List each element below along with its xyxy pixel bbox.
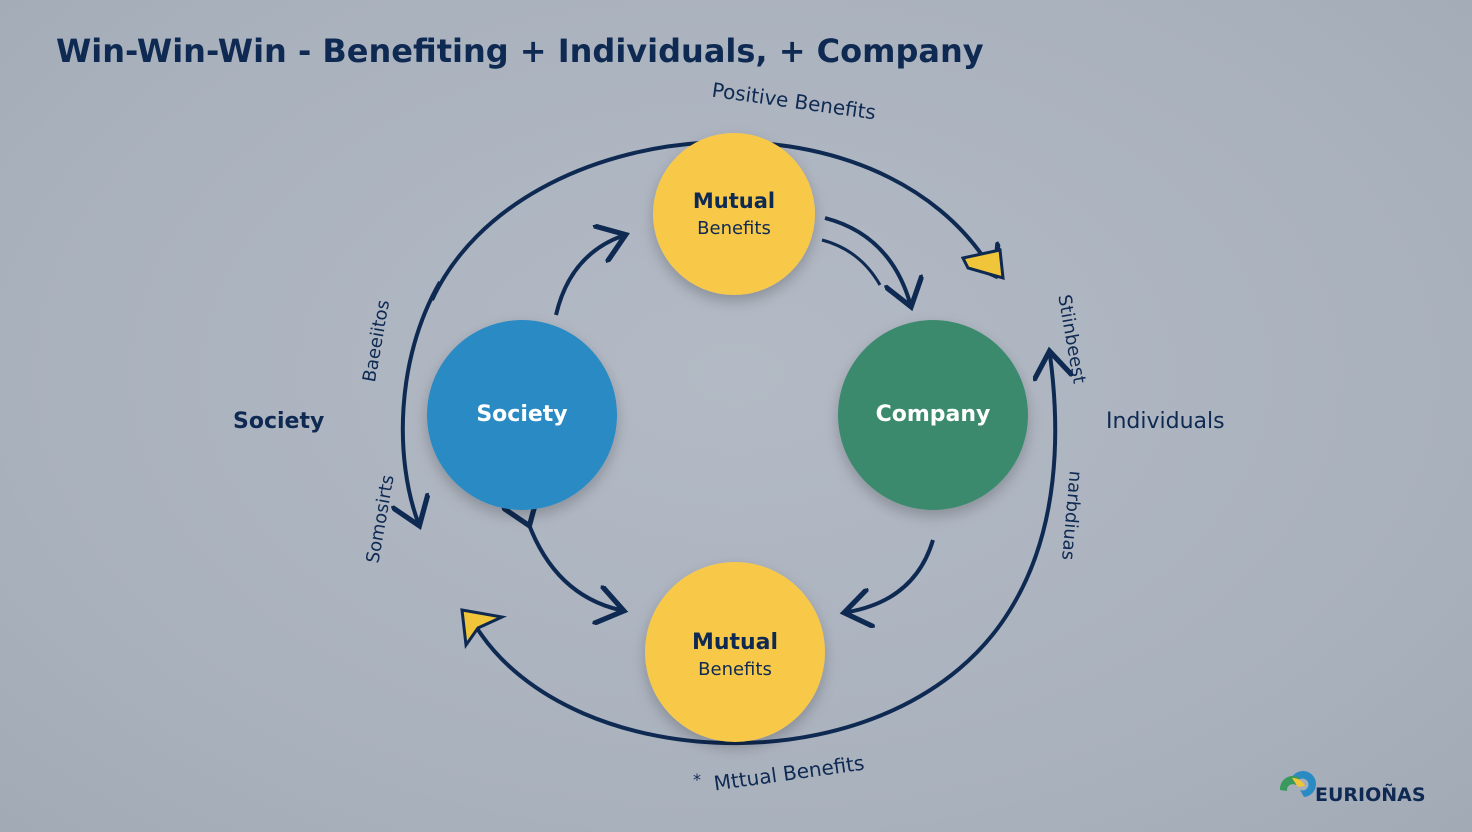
node-bottom-title: Mutual: [692, 630, 778, 655]
arrow-society-bottom: [528, 522, 620, 610]
arrow-top-to-company-2: [821, 238, 882, 286]
node-company: [838, 320, 1028, 510]
node-bottom-subtitle: Benefits: [698, 659, 772, 680]
node-society-title: Society: [476, 402, 567, 427]
bottom-arc-label: Mttual Benefits: [712, 751, 866, 796]
right-label-individuals: Individuals: [1106, 409, 1225, 434]
node-top-subtitle: Benefits: [697, 218, 771, 239]
right-rotated-label-1: Stiinbeest: [1053, 293, 1089, 385]
node-bottom-mutual-benefits: [645, 562, 825, 742]
diagram-title: Win-Win-Win - Benefiting + Individuals, …: [56, 32, 984, 70]
top-arc-label: Positive Benefits: [710, 78, 877, 125]
node-top-mutual-benefits: [653, 133, 815, 295]
arrow-company-to-bottom: [848, 539, 935, 612]
left-rotated-label-1: Baeeiitos: [359, 298, 394, 383]
left-label-society: Society: [233, 409, 324, 434]
bottom-arc-marker: *: [693, 770, 701, 789]
node-top-title: Mutual: [693, 189, 775, 213]
arrow-top-to-company: [824, 216, 910, 303]
left-rotated-label-2: Somosirts: [362, 473, 398, 564]
outer-arc-left: [403, 281, 442, 522]
logo-text: EURIOÑAS: [1315, 782, 1426, 806]
outer-arc-bottom: [473, 355, 1055, 746]
yellow-arrowhead-right: [960, 248, 1005, 281]
arrow-society-to-top: [554, 236, 622, 316]
yellow-arrowhead-left: [460, 608, 508, 650]
logo-icon: [1279, 771, 1316, 797]
right-rotated-label-2: narbdiuas: [1057, 470, 1086, 561]
node-society: [427, 320, 617, 510]
node-company-title: Company: [876, 402, 991, 427]
